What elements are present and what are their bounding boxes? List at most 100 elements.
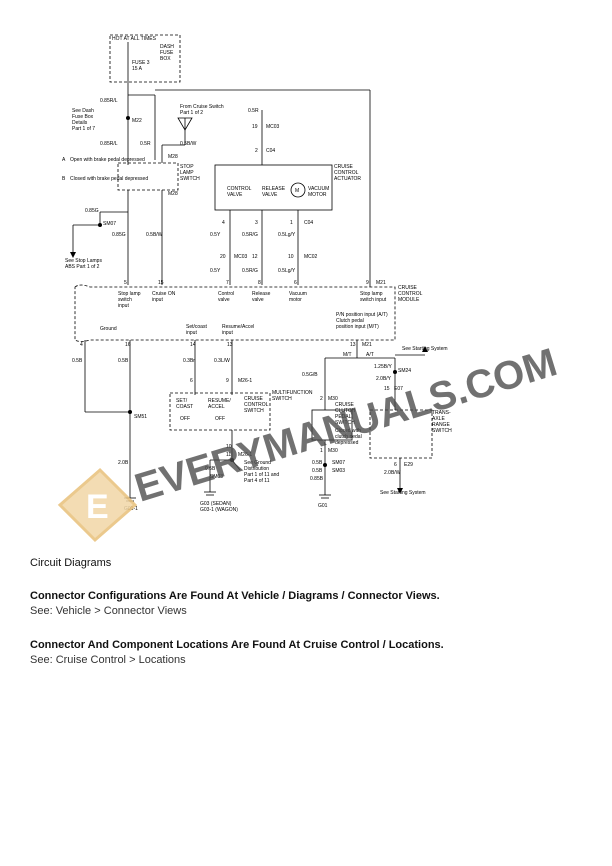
connector-sm24: SM24: [398, 368, 411, 374]
wire-085rl-1: 0.85R/L: [100, 98, 118, 104]
pn-position: P/N position input (A/T): [336, 312, 388, 318]
pin-2b: 2: [320, 396, 323, 402]
pin-15b: 15: [384, 386, 390, 392]
pin-20: 20: [220, 254, 226, 260]
module-resume-accel-1: Resume/Accel: [222, 324, 254, 330]
module-set-coast-2: input: [186, 330, 197, 336]
g01-label: G01: [318, 503, 328, 509]
module-release-valve-1: Release: [252, 291, 271, 297]
wire-085g-lower: 0.85G: [112, 232, 126, 238]
closed-with-clutch-3: depressed: [335, 440, 359, 446]
closed-with-clutch-2: clutch pedal: [335, 434, 362, 440]
wire-05r-right: 0.5R: [248, 108, 259, 114]
wire-03br: 0.3Br: [183, 358, 195, 364]
cruise-control-actuator-3: ACTUATOR: [334, 176, 361, 182]
pin-13: 13: [227, 342, 233, 348]
pin-6b: 6: [190, 378, 193, 384]
stop-lamp-switch-2: LAMP: [180, 170, 194, 176]
cruise-clutch-4: SWITCH: [335, 420, 355, 426]
stop-lamp-switch-1: STOP: [180, 164, 194, 170]
see-stop-lamps-1: See Stop Lamps: [65, 258, 102, 264]
cruise-control-switch-2: CONTROL: [244, 402, 269, 408]
see-label: See:: [30, 605, 53, 617]
connector-m28-bot: M28: [168, 191, 178, 197]
cruise-control-actuator-2: CONTROL: [334, 170, 359, 176]
connector-m21-bot: M21: [362, 342, 372, 348]
wire-05lgy-2: 0.5Lg/Y: [278, 268, 296, 274]
transaxle-3: RANGE: [432, 422, 450, 428]
off-right: OFF: [215, 416, 225, 422]
release-valve-1: RELEASE: [262, 186, 286, 192]
cruise-clutch-3: PEDAL: [335, 414, 352, 420]
pin-6c: 6: [394, 462, 397, 468]
see-ground-1: See Ground: [244, 460, 271, 466]
wire-05y-2: 0.5Y: [210, 268, 221, 274]
cruise-control-module-3: MODULE: [398, 297, 420, 303]
pin-10: 10: [288, 254, 294, 260]
pin-1: 1: [290, 220, 293, 226]
pin-4b: 4: [80, 342, 83, 348]
module-stop-lamp-b-2: switch input: [360, 297, 387, 303]
see-label: See:: [30, 654, 53, 666]
wire-05gb: 0.5G/B: [302, 372, 318, 378]
crumb-separator: >: [94, 605, 101, 617]
connector-c04-top: C04: [266, 148, 275, 154]
connector-m22: M22: [132, 118, 142, 124]
wire-05b-mid: 0.5B: [312, 460, 323, 466]
motor-symbol: M: [295, 188, 299, 194]
note-connector-see-line: See: Vehicle > Connector Views: [30, 605, 590, 617]
connector-sm07-lower: SM07: [332, 460, 345, 466]
note-connector-configurations: Connector Configurations Are Found At Ve…: [30, 590, 440, 602]
closed-note: Closed with brake pedal depressed: [70, 176, 148, 182]
pin-11: 11: [226, 452, 231, 458]
module-release-valve-2: valve: [252, 297, 264, 303]
connector-sm51: SM51: [134, 414, 147, 420]
wire-20bw: 2.0B/W: [384, 470, 401, 476]
pin-7: 7: [226, 280, 229, 286]
pin-12: 12: [252, 254, 258, 260]
wire-085b: 0.85B: [310, 476, 324, 482]
module-vacuum-motor-2: motor: [289, 297, 302, 303]
mt-label: M/T: [343, 352, 352, 358]
wiring-diagram: HOT AT ALL TIMES DASH FUSE BOX FUSE 3 15…: [57, 34, 562, 543]
vacuum-motor-2: MOTOR: [308, 192, 327, 198]
multifunction-switch-2: SWITCH: [272, 396, 292, 402]
wire-05rg-1: 0.5R/G: [242, 232, 258, 238]
wire-05lgy-1: 0.5Lg/Y: [278, 232, 296, 238]
pin-8: 8: [258, 280, 261, 286]
wire-05b-2: 0.5B: [118, 358, 129, 364]
cruise-control-actuator-1: CRUISE: [334, 164, 354, 170]
pin-1b: 1: [320, 448, 323, 454]
pin-13b: 13: [350, 342, 356, 348]
release-valve-2: VALVE: [262, 192, 278, 198]
pin-15: 15: [158, 280, 164, 286]
module-cruise-on-2: input: [152, 297, 163, 303]
set-coast-1: SET/: [176, 398, 188, 404]
link-locations[interactable]: Locations: [138, 654, 186, 666]
connector-m26-2: M26-1: [238, 452, 252, 458]
connector-c04-bot: C04: [304, 220, 313, 226]
note-locations-see-line: See: Cruise Control > Locations: [30, 654, 590, 666]
dash-fuse-box-label-3: BOX: [160, 56, 171, 62]
page-title: Circuit Diagrams: [30, 557, 112, 569]
see-stop-lamps-2: ABS Part 1 of 2: [65, 264, 100, 270]
see-dash-fuse-4: Part 1 of 7: [72, 126, 95, 132]
from-cruise-switch-1: From Cruise Switch: [180, 104, 224, 110]
pin-2: 2: [255, 148, 258, 154]
wire-05b-1: 0.5B: [72, 358, 83, 364]
wire-125by: 1.25B/Y: [374, 364, 392, 370]
pin-14: 14: [190, 342, 196, 348]
module-ground: Ground: [100, 326, 117, 332]
watermark-logo: [57, 467, 138, 543]
connector-mc03-top: MC03: [266, 124, 280, 130]
module-control-valve-1: Control: [218, 291, 234, 297]
link-cruise-control[interactable]: Cruise Control: [55, 654, 127, 666]
cruise-control-switch-1: CRUISE: [244, 396, 264, 402]
link-vehicle[interactable]: Vehicle: [55, 605, 92, 617]
wire-20by: 2.0B/Y: [376, 376, 392, 382]
link-connector-views[interactable]: Connector Views: [103, 605, 187, 617]
pin-9b: 9: [226, 378, 229, 384]
connector-e07: E07: [394, 386, 403, 392]
see-starting-system-bottom: See Starting System: [380, 490, 426, 496]
wire-05r-left: 0.5R: [140, 141, 151, 147]
